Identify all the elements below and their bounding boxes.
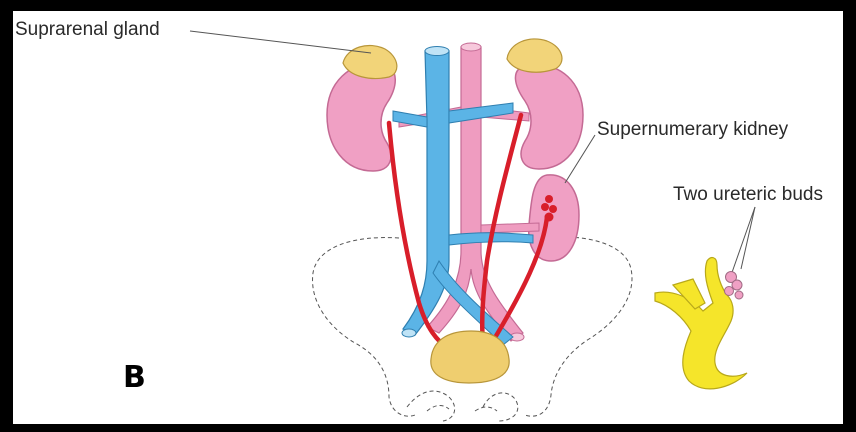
ureteric-buds-label: Two ureteric buds [673, 185, 823, 204]
suprarenal-gland-label: Suprarenal gland [15, 20, 160, 39]
right-suprarenal-gland [507, 39, 562, 72]
urinary-bladder [431, 331, 509, 383]
figure-panel: Suprarenal gland Supernumerary kidney Tw… [13, 11, 843, 424]
panel-letter: B [123, 363, 146, 393]
supernumerary-kidney-label: Supernumerary kidney [597, 120, 788, 139]
right-kidney [507, 39, 583, 169]
supernumerary-kidney [529, 175, 579, 261]
ureteric-buds-diagram [655, 258, 747, 389]
left-kidney [327, 45, 397, 171]
